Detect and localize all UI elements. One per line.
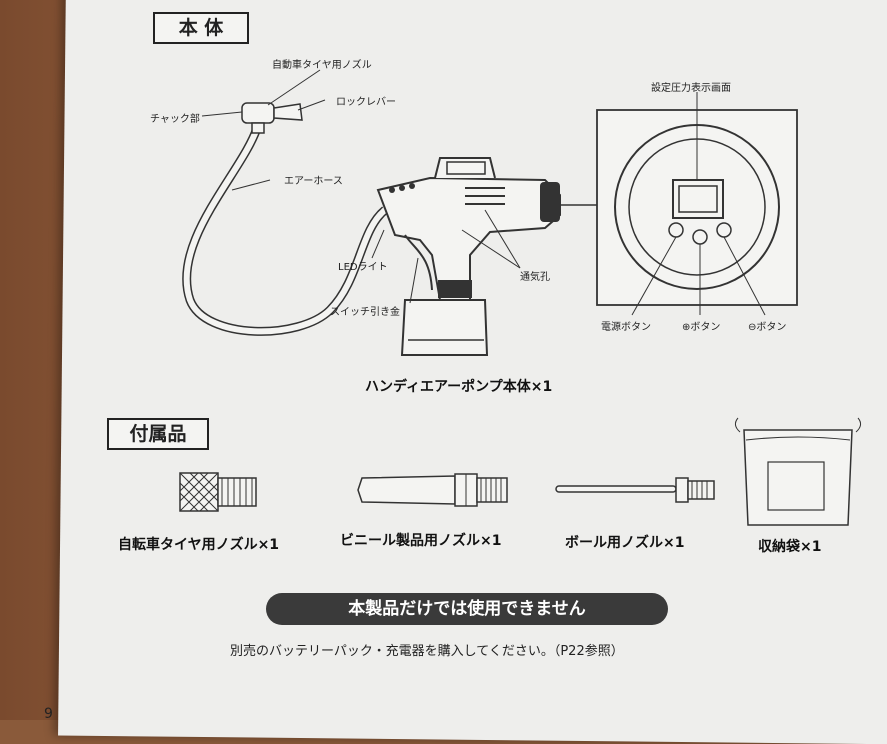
label-auto-tire-nozzle: 自動車タイヤ用ノズル bbox=[272, 60, 372, 71]
ball-nozzle-shape bbox=[555, 477, 715, 503]
label-lock-lever: ロックレバー bbox=[336, 97, 396, 108]
warning-banner: 本製品だけでは使用できません bbox=[266, 593, 668, 625]
label-setting-display: 設定圧力表示画面 bbox=[651, 83, 731, 94]
label-air-hose: エアーホース bbox=[284, 176, 343, 187]
section-title-main: 本 体 bbox=[153, 12, 249, 44]
label-chuck: チャック部 bbox=[150, 114, 200, 125]
accessory-vinyl-nozzle: ビニール製品用ノズル×1 bbox=[340, 533, 502, 549]
label-led-light: LEDライト bbox=[338, 262, 388, 273]
label-switch-trigger: スイッチ引き金 bbox=[330, 307, 400, 318]
accessory-storage-bag: 収納袋×1 bbox=[758, 539, 822, 555]
accessory-ball-nozzle: ボール用ノズル×1 bbox=[565, 535, 685, 551]
label-power-button: 電源ボタン bbox=[601, 322, 651, 333]
lock-lever-shape bbox=[273, 103, 303, 121]
battery-note: 別売のバッテリーパック・充電器を購入してください。（P22参照） bbox=[230, 644, 624, 659]
storage-bag-shape bbox=[734, 417, 862, 526]
bicycle-nozzle-shape bbox=[179, 472, 257, 512]
accessory-bicycle-nozzle: 自転車タイヤ用ノズル×1 bbox=[118, 537, 280, 553]
label-plus-button: ⊕ボタン bbox=[682, 322, 721, 333]
vinyl-nozzle-shape bbox=[357, 473, 508, 507]
main-caption: ハンディエアーポンプ本体×1 bbox=[365, 379, 553, 395]
nozzle-end-shape bbox=[540, 182, 560, 222]
page-number: 9 bbox=[44, 706, 53, 722]
label-vent: 通気孔 bbox=[520, 272, 550, 283]
label-minus-button: ⊖ボタン bbox=[748, 322, 787, 333]
accessories-illustration bbox=[179, 417, 862, 526]
battery-shape bbox=[400, 299, 489, 356]
pump-illustration bbox=[182, 69, 798, 356]
manual-page: 本 体 bbox=[44, 12, 862, 722]
section-title-accessories: 付属品 bbox=[107, 418, 209, 450]
